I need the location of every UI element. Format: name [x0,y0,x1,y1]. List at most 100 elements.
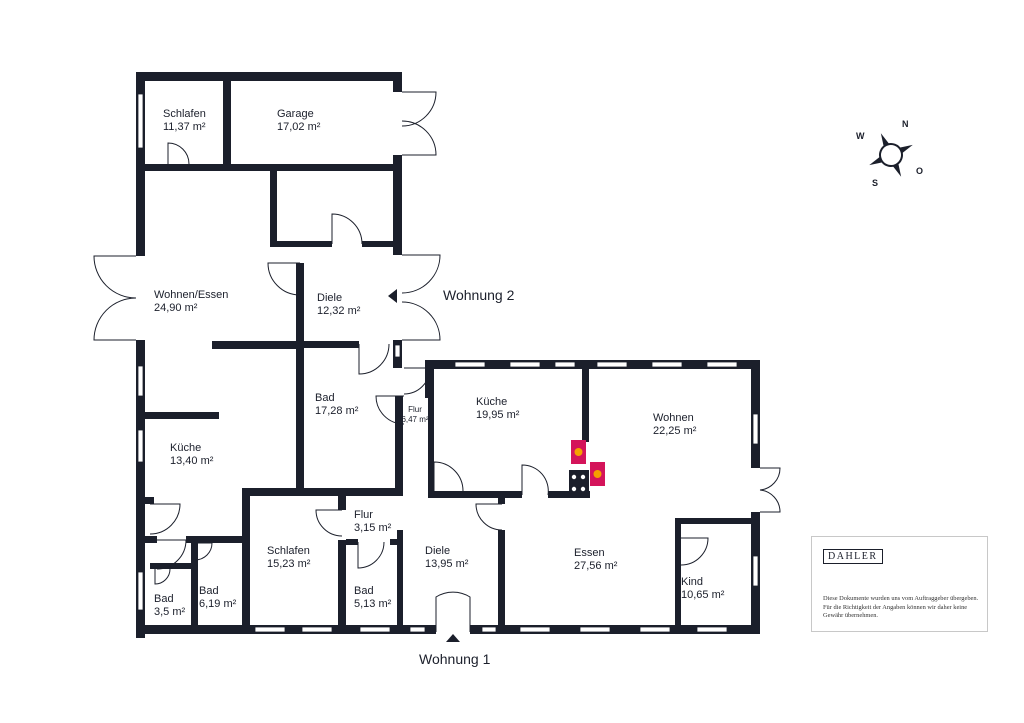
heater-glow [593,470,602,478]
burner [580,474,586,480]
window [454,361,486,368]
room-essen: Essen 27,56 m² [574,547,617,573]
room-name: Schlafen [163,108,206,120]
room-wohnen-essen: Wohnen/Essen 24,90 m² [154,289,228,315]
window [137,571,144,611]
room-area: 12,32 m² [317,305,361,317]
room-bad-35: Bad 3,5 m² [154,593,185,619]
compass-point [892,163,902,177]
heaters [571,440,605,486]
wall [296,263,304,491]
window [409,626,426,633]
room-name: Bad [315,392,335,404]
window [254,626,286,633]
wall [395,396,403,496]
door-swing [194,542,213,561]
wall [145,497,154,504]
disclaimer-text: Diese Dokumente wurden uns vom Auftragge… [823,595,979,619]
room-area: 15,23 m² [267,558,311,570]
door-swing [759,467,781,491]
room-area: 27,56 m² [574,560,618,572]
door-swing [315,509,343,537]
window [696,626,728,633]
compass-point [899,144,913,154]
wall [498,530,505,632]
door-swing [401,120,437,156]
door-swing [154,568,171,585]
room-schlafen-bottom: Schlafen 15,23 m² [267,545,310,571]
door-swing [93,255,137,299]
room-name: Flur [354,509,373,521]
room-area: 22,25 m² [653,425,697,437]
wall [136,625,436,634]
room-name: Essen [574,547,605,559]
wall [362,241,395,247]
compass-label-n: N [902,119,909,129]
wall [675,518,751,524]
room-area: 10,65 m² [681,589,725,601]
room-name: Garage [277,108,314,120]
wall [393,72,402,92]
door-swing [167,142,190,165]
compass-rose [869,133,913,177]
room-area: 6,19 m² [199,598,237,610]
room-area: 3,15 m² [354,522,392,534]
room-schlafen-top: Schlafen 11,37 m² [163,108,206,134]
room-name: Schlafen [267,545,310,557]
wall [425,360,434,398]
room-area: 5,13 m² [354,598,392,610]
room-area: 13,95 m² [425,558,469,570]
room-name: Kind [681,576,704,588]
room-name: Bad [154,593,174,605]
room-name: Diele [317,292,343,304]
room-area: 17,02 m² [277,121,321,133]
burner [571,486,577,492]
room-name: Bad [199,585,219,597]
wall [136,340,145,638]
windows [137,93,759,633]
brand-logo: DAHLER [823,549,883,564]
wall [397,530,403,632]
room-bad-619: Bad 6,19 m² [199,585,236,611]
door-swing [401,254,441,294]
disclaimer-box: DAHLER Diese Dokumente wurden uns vom Au… [811,536,988,632]
wall [136,72,145,256]
wall [582,369,589,442]
room-area: 17,28 m² [315,405,359,417]
window [137,93,144,149]
door-swing [93,297,137,341]
door-swing [521,464,549,496]
entrance-markers [388,289,460,642]
window [481,626,497,633]
door-swing [149,503,181,535]
door-swing [331,213,363,245]
window [596,361,628,368]
room-diele-top: Diele 12,32 m² [317,292,360,318]
room-area: 24,90 m² [154,302,198,314]
compass-point [880,133,890,147]
wall [270,171,277,247]
window [394,344,401,358]
window [639,626,671,633]
wall [145,536,157,543]
wall [393,155,402,255]
wall [223,81,231,164]
room-area: 11,37 m² [163,121,206,133]
room-kueche-right: Küche 19,95 m² [476,396,519,422]
door-swing [433,461,464,492]
door-swing [358,343,390,375]
door-swing [403,367,431,395]
window [519,626,551,633]
wall [338,496,346,510]
door-swing [475,503,503,531]
room-name: Flur [408,405,422,414]
wall [186,536,244,543]
compass-label-w: W [856,131,865,141]
window [579,626,611,633]
door-swing [357,541,385,569]
wall [470,625,760,634]
compass-ring [879,143,903,167]
door-swing [680,537,709,566]
wall [212,341,296,349]
wall [304,341,359,348]
